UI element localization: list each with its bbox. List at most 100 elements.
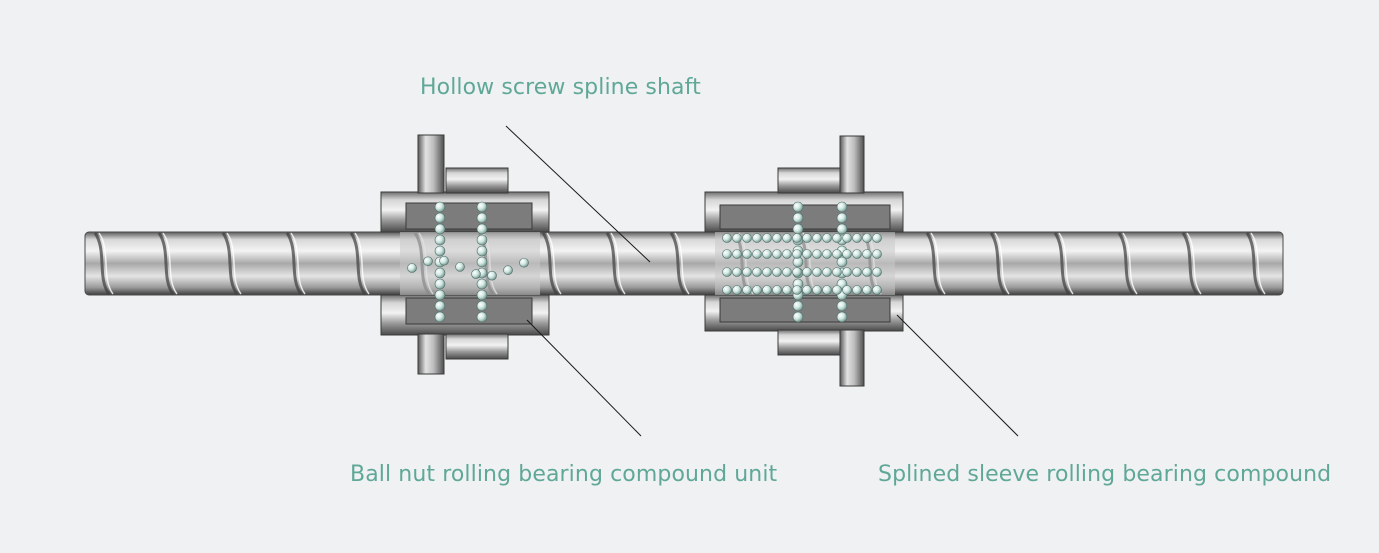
bearing-ball — [742, 267, 752, 277]
bearing-ball — [476, 256, 488, 268]
label-hollow-screw-spline-shaft: Hollow screw spline shaft — [420, 75, 701, 100]
bearing-ball — [792, 285, 802, 295]
bearing-ball — [476, 289, 488, 301]
thread-highlight — [290, 232, 306, 295]
bearing-ball — [822, 233, 832, 243]
thread-groove — [157, 232, 175, 295]
bearing-ball — [852, 249, 862, 259]
thread-highlight — [546, 232, 562, 295]
bearing-ball — [792, 223, 804, 235]
spline-sleeve-balls — [722, 201, 882, 323]
bearing-ball — [476, 245, 488, 257]
bearing-ball — [836, 212, 848, 224]
bearing-ball — [772, 249, 782, 259]
thread-highlight — [930, 232, 946, 295]
bearing-ball — [862, 249, 872, 259]
bearing-ball — [792, 233, 802, 243]
leader-line-ball-nut — [526, 319, 642, 437]
bearing-ball — [862, 233, 872, 243]
thread-groove — [669, 232, 687, 295]
bearing-ball — [852, 233, 862, 243]
bearing-ball — [434, 267, 446, 279]
bearing-ball — [762, 285, 772, 295]
thread-groove — [925, 232, 943, 295]
bearing-ball — [822, 249, 832, 259]
leader-line-sleeve — [896, 314, 1019, 437]
thread-highlight — [98, 232, 114, 295]
bearing-ball — [802, 233, 812, 243]
bearing-ball — [434, 212, 446, 224]
bearing-ball — [752, 285, 762, 295]
bearing-ball — [732, 249, 742, 259]
bearing-ball — [836, 201, 848, 213]
bearing-ball — [812, 267, 822, 277]
bearing-ball — [772, 285, 782, 295]
thread-groove — [605, 232, 623, 295]
thread-groove — [93, 232, 111, 295]
bearing-ball — [742, 285, 752, 295]
bearing-ball — [742, 249, 752, 259]
bearing-ball — [792, 249, 802, 259]
bearing-ball — [732, 267, 742, 277]
bearing-ball — [872, 267, 882, 277]
bearing-ball — [722, 285, 732, 295]
bearing-ball — [792, 300, 804, 312]
bearing-ball — [836, 223, 848, 235]
bearing-ball — [792, 201, 804, 213]
bearing-ball — [762, 249, 772, 259]
bearing-ball — [832, 267, 842, 277]
bearing-ball — [434, 201, 446, 213]
thread-groove — [541, 232, 559, 295]
bearing-ball — [852, 267, 862, 277]
bearing-ball — [812, 285, 822, 295]
bearing-ball — [772, 267, 782, 277]
bearing-ball — [732, 285, 742, 295]
bearing-ball — [722, 267, 732, 277]
bearing-ball — [722, 233, 732, 243]
ball-nut-balls — [407, 201, 529, 323]
bearing-ball — [832, 249, 842, 259]
thread-groove — [1053, 232, 1071, 295]
thread-groove — [989, 232, 1007, 295]
bearing-ball — [752, 233, 762, 243]
bearing-ball — [503, 265, 513, 276]
bearing-ball — [476, 278, 488, 290]
thread-groove — [349, 232, 367, 295]
bearing-ball — [832, 233, 842, 243]
bearing-ball — [802, 285, 812, 295]
thread-highlight — [994, 232, 1010, 295]
bearing-ball — [752, 249, 762, 259]
bearing-ball — [822, 285, 832, 295]
bearing-ball — [434, 245, 446, 257]
bearing-ball — [782, 267, 792, 277]
bearing-ball — [762, 267, 772, 277]
label-splined-sleeve: Splined sleeve rolling bearing compound — [878, 462, 1332, 487]
bearing-ball — [732, 233, 742, 243]
bearing-ball — [872, 285, 882, 295]
bearing-ball — [782, 285, 792, 295]
bearing-ball — [455, 262, 465, 272]
thread-highlight — [610, 232, 626, 295]
bearing-ball — [476, 234, 488, 246]
bearing-ball — [434, 289, 446, 301]
bearing-ball — [487, 270, 497, 281]
bearing-ball — [762, 233, 772, 243]
leader-line-shaft — [505, 125, 651, 263]
thread-groove — [1181, 232, 1199, 295]
bearing-ball — [407, 263, 417, 273]
bearing-ball — [842, 285, 852, 295]
thread-highlight — [226, 232, 242, 295]
bearing-ball — [852, 285, 862, 295]
label-ball-nut-unit: Ball nut rolling bearing compound unit — [350, 462, 778, 487]
bearing-ball — [836, 300, 848, 312]
bearing-ball — [792, 212, 804, 224]
bearing-ball — [476, 201, 488, 213]
bearing-ball — [842, 233, 852, 243]
bearing-ball — [836, 311, 848, 323]
bearing-ball — [434, 234, 446, 246]
bearing-ball — [792, 267, 802, 277]
bearing-ball — [434, 311, 446, 323]
bearing-ball — [476, 212, 488, 224]
bearing-ball — [519, 257, 529, 268]
